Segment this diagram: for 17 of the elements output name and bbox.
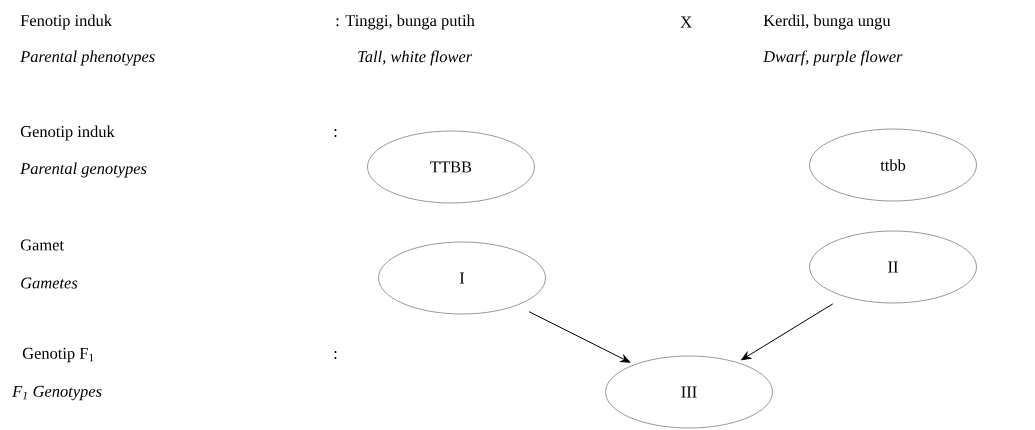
row-label: Fenotip induk	[20, 14, 112, 30]
row-label: Kerdil, bunga ungu	[763, 14, 891, 30]
row-label: Parental phenotypes	[20, 50, 155, 66]
row-label: Parental genotypes	[20, 162, 147, 178]
row-label: :	[334, 129, 337, 137]
row-label: : Tinggi, bunga putih	[336, 14, 475, 30]
arrow	[528, 311, 631, 363]
arrow	[741, 303, 834, 361]
row-label: Gamet	[20, 239, 64, 251]
row-label: Genotip induk	[20, 125, 115, 141]
row-label: Tall, white flower	[358, 50, 473, 66]
row-label: F$_{1}$ Genotypes	[12, 385, 102, 401]
row-label: Gametes	[21, 277, 78, 289]
row-label: X	[680, 16, 692, 28]
row-label: :	[334, 351, 337, 359]
row-label: Genotip F$_{1}$	[22, 347, 94, 363]
row-label: Dwarf, purple flower	[763, 50, 903, 66]
